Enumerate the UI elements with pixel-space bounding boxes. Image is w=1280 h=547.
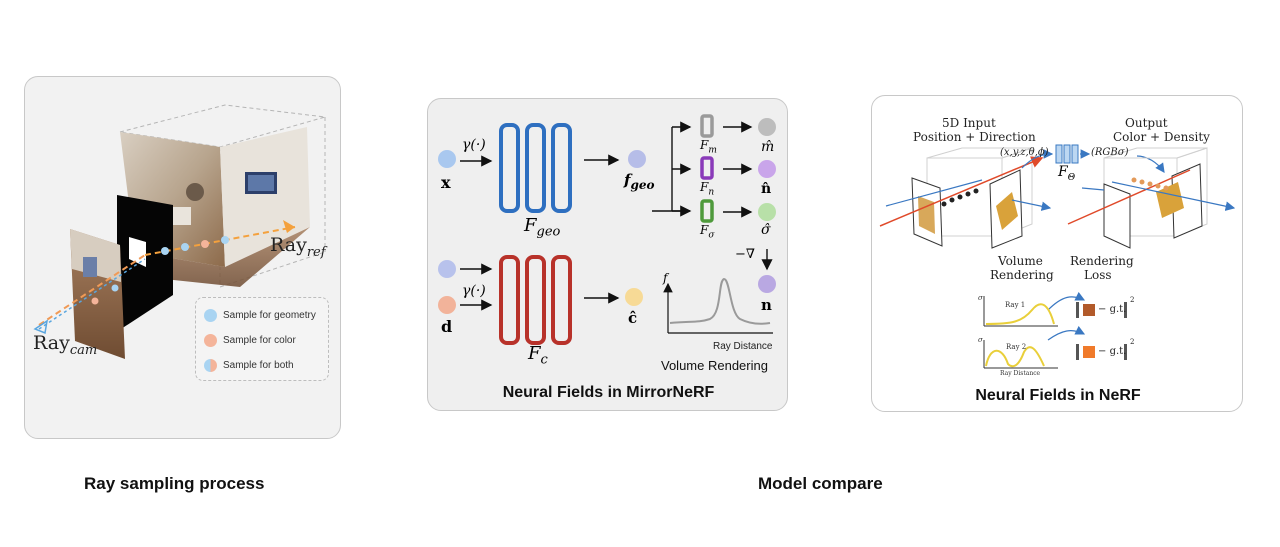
f-m-label: Fm [700,138,717,156]
f-geo-network [499,123,572,213]
color-out-label: ĉ [628,309,638,327]
normal-label: n [761,296,772,314]
nerf-panel: 5D Input Position + Direction Output Col… [871,95,1243,412]
gt-label-2: − g.t. [1098,346,1127,357]
f-geo-feature-node [628,150,646,168]
output-subtitle: Color + Density [1113,130,1210,144]
m-hat-node [758,118,776,136]
input-x-node [438,150,456,168]
norm-exp-2: 2 [1130,338,1135,346]
sample-points [91,236,229,305]
ray-cam-arrowhead [33,319,49,335]
ray-sampling-panel: Rayref Raycam Sample for geometry Sample… [24,76,341,439]
plot-y-label: f [663,271,668,285]
f-m-head [700,114,714,138]
color-out-node [625,288,643,306]
ray1-plot [983,296,1127,327]
ray-ref-label: Rayref [270,234,326,260]
f-sigma-head [700,199,714,223]
loss-label: Loss [1084,268,1112,282]
gamma-color-label: γ(·) [462,283,486,299]
nerf-panel-title: Neural Fields in NeRF [975,387,1141,404]
n-hat-node [758,160,776,178]
rendering-label: Rendering [990,268,1054,282]
neg-grad-label: −∇ [735,247,755,262]
mirrornerf-diagram [438,114,776,345]
f-c-network [499,255,572,345]
input-d-node [438,296,456,314]
ray-samples-right [1131,177,1169,191]
f-geo-label: Fgeo [524,215,561,240]
volume-rendering-label: Volume Rendering [661,358,768,373]
ray-ref-line [144,226,296,256]
sample-legend: Sample for geometry Sample for color Sam… [195,297,329,381]
volume-label: Volume [998,254,1043,268]
input-x-label: x [441,173,451,192]
ray-cam-label: Raycam [33,332,98,358]
sigma-hat-label: σ̂ [761,222,771,238]
f-c-label: Fc [528,343,548,368]
input-dir-node [438,260,456,278]
both-dot-icon [204,359,217,372]
legend-item-both: Sample for both [204,359,294,372]
norm-exp-1: 2 [1130,296,1135,304]
rendering-loss-title: Rendering [1070,254,1134,268]
f-n-label: Fn [700,180,715,198]
output-title: Output [1125,116,1168,130]
f-geo-feature-label: fgeo [624,171,655,192]
legend-item-color: Sample for color [204,334,296,347]
plot-x-label: Ray Distance [713,341,773,352]
f-n-head [700,156,714,180]
f-theta-label: FΘ [1058,164,1076,183]
gt-label-1: − g.t. [1098,304,1127,315]
volume-rendering-plot [663,277,773,334]
ray-sampling-caption: Ray sampling process [84,474,265,493]
ray-sampling-illustration [33,104,326,359]
geometry-dot-icon [204,309,217,322]
input-d-label: d [441,317,453,336]
sigma-hat-node [758,203,776,221]
nerf-diagram [879,144,1236,369]
ray2-label: Ray 2 [1006,343,1027,351]
gamma-geo-label: γ(·) [462,137,486,153]
model-compare-caption: Model compare [758,474,883,493]
input-scene-cube [911,147,1033,249]
color-dot-icon [204,334,217,347]
input-subtitle: Position + Direction [913,130,1036,144]
ray-samples-left [941,188,979,207]
mirrornerf-panel-title: Neural Fields in MirrorNeRF [502,384,715,401]
ray1-label: Ray 1 [1005,301,1026,309]
ray-distance-label: Ray Distance [1000,370,1041,377]
mirrornerf-panel: x d γ(·) γ(·) Fgeo Fc fgeo Fm Fn Fσ m̂ n… [427,98,788,411]
m-hat-label: m̂ [761,139,775,155]
normal-node [758,275,776,293]
xyz-label: (x,y,z,θ,ϕ) [1000,147,1049,158]
f-theta-network [1055,144,1079,164]
ray-cam-line [38,254,146,326]
rgb-label: (RGBσ) [1091,147,1129,158]
n-hat-label: n̂ [761,181,772,197]
sigma-axis-label-1: σ [978,294,983,302]
f-sigma-label: Fσ [700,223,715,241]
room-wireframe [119,104,326,148]
camera-image [70,229,125,359]
sigma-axis-label-2: σ [978,336,983,344]
legend-item-geometry: Sample for geometry [204,309,316,322]
ray2-plot [983,340,1127,369]
input-title: 5D Input [942,116,996,130]
